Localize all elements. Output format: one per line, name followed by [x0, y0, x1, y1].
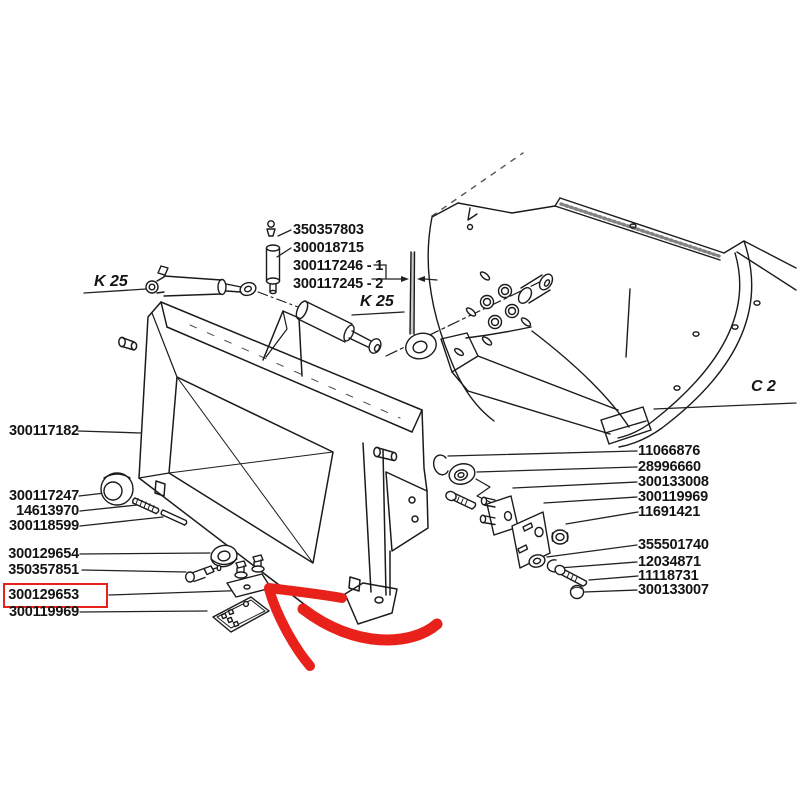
red-annotations: [3, 583, 443, 671]
section-ref-k25-right: K 25: [360, 293, 394, 310]
top-parts: [145, 220, 437, 360]
stud-block: [479, 495, 519, 536]
part-label: 11691421: [638, 504, 701, 520]
part-label: 300119969: [9, 604, 79, 620]
part-label: 350357851: [8, 562, 79, 578]
measured-rod: [409, 251, 416, 335]
leader-lines: [77, 229, 797, 613]
snap-ring: [432, 454, 449, 476]
part-label: 11066876: [638, 443, 701, 459]
dowel-pin: [160, 509, 188, 526]
part-label: 300133007: [638, 582, 709, 598]
frame-stud-right: [373, 446, 398, 462]
section-ref-k25-left: K 25: [94, 273, 128, 290]
part-label: 355501740: [638, 537, 709, 553]
mounting-pad: [212, 596, 270, 633]
part-label: 300117182: [9, 423, 79, 439]
stud-plate-highlighted-part: [226, 554, 272, 598]
dome-plug: [569, 584, 585, 600]
housing-drawing: [385, 152, 797, 448]
rubber-bushing: [448, 463, 476, 485]
left-parts: [100, 472, 272, 633]
frame-stud-left: [118, 336, 138, 351]
red-arrow: [264, 583, 443, 671]
anchor-plate: [511, 511, 551, 569]
part-label: 300117247: [9, 488, 79, 504]
part-label: 300117245 - 2: [293, 276, 384, 292]
part-label: 300133008: [638, 474, 709, 490]
grommet-ring: [210, 544, 238, 568]
hydraulic-cylinder-left: [145, 265, 257, 297]
part-label: 28996660: [638, 459, 701, 475]
dimension-arrowheads: [401, 276, 425, 282]
part-label: 11118731: [638, 568, 699, 584]
flat-washer: [528, 554, 546, 568]
hex-bolt: [554, 564, 588, 587]
hydraulic-cylinder-right: [295, 300, 382, 354]
part-label: 300018715: [293, 240, 364, 256]
highlight-box: [3, 583, 108, 608]
part-label: 12034871: [638, 554, 701, 570]
bushing-pin: [265, 244, 281, 295]
hardware-parts: [432, 454, 588, 600]
sensor-switch: [184, 564, 222, 583]
screw-small: [445, 490, 477, 510]
spring-pin: [132, 497, 160, 515]
part-label: 300119969: [638, 489, 708, 505]
housing-pin: [517, 273, 554, 304]
part-label: 300118599: [9, 518, 79, 534]
grease-nipple: [266, 220, 276, 237]
section-ref-c2: C 2: [751, 378, 776, 395]
flanged-cap: [100, 472, 134, 506]
part-label: 14613970: [16, 503, 79, 519]
main-frame-drawing: [118, 301, 429, 628]
hex-nut: [551, 529, 569, 545]
part-label: 300129654: [8, 546, 79, 562]
washer-ring: [405, 332, 437, 360]
part-label-highlighted: 300129653: [8, 587, 79, 603]
part-label: 300117246 - 1: [293, 258, 384, 274]
part-label: 350357803: [293, 222, 364, 238]
housing-bolt-holes: [465, 271, 532, 346]
